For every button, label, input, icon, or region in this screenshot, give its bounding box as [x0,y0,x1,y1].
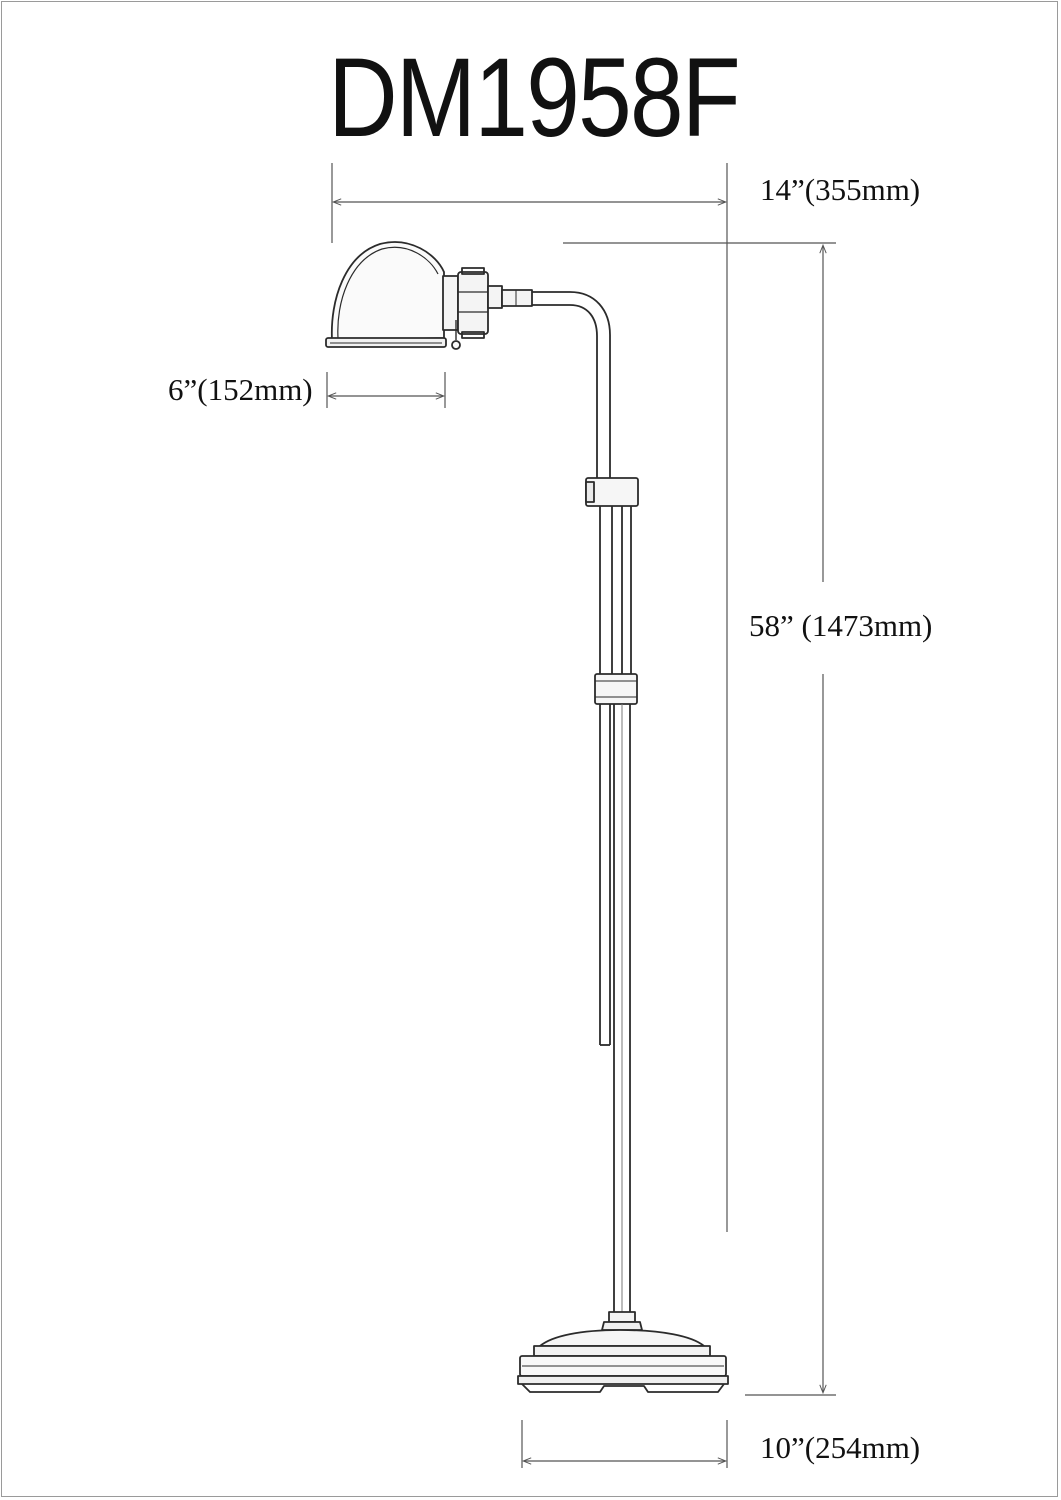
lamp-shade [325,241,447,348]
overall-height-label: 58” (1473mm) [749,608,933,643]
arm-coupling [501,289,533,307]
main-stem [613,704,631,1312]
overall-width-dimension [331,163,728,1232]
base-diameter-label: 10”(254mm) [760,1430,921,1465]
adjustable-pole [599,506,632,674]
curved-arm [532,291,611,478]
model-number-title: DM1958F [328,35,741,160]
overall-height-dimension [563,242,836,1396]
lower-clamp [594,673,638,705]
lamp-socket [442,267,503,350]
pull-rod [599,704,611,1046]
lamp-outline [325,241,729,1393]
shade-diameter-dimension [326,372,446,408]
shade-diameter-label: 6”(152mm) [168,372,313,407]
overall-width-label: 14”(355mm) [760,172,921,207]
base-diameter-dimension [521,1420,728,1468]
upper-clamp [585,477,639,507]
lamp-base [517,1311,729,1393]
